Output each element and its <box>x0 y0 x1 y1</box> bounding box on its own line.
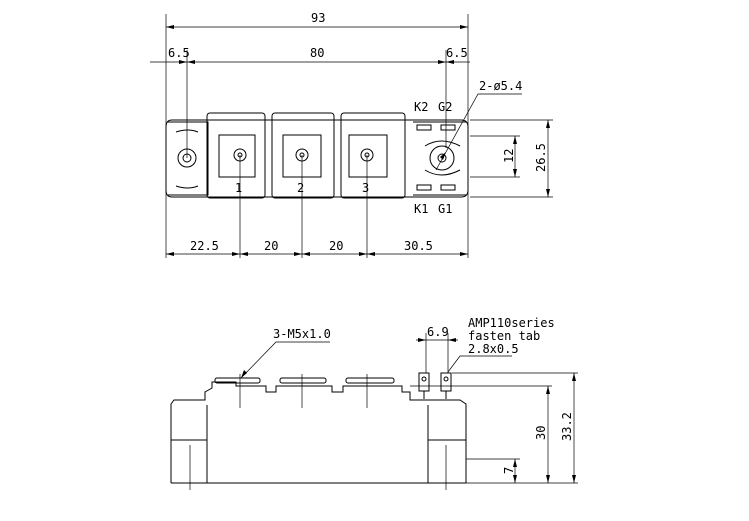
fasten-tab-1 <box>418 372 430 399</box>
gate-label-g1: G1 <box>438 202 452 216</box>
tab-note-line-1: AMP110series <box>468 316 555 330</box>
dim-chain-1: 22.5 <box>190 239 219 253</box>
tab-note-line-2: fasten tab <box>468 329 540 343</box>
terminal-pad-3 <box>340 112 406 199</box>
dim-term-spacing: 12 <box>502 149 516 163</box>
dim-body-height: 30 <box>534 426 548 440</box>
dim-hole-pitch: 80 <box>310 46 324 60</box>
tab-callout-leader <box>447 355 512 373</box>
top-view: 1 2 3 K2 G2 K1 G1 93 80 <box>150 11 553 258</box>
screw-callout-leader <box>240 341 330 379</box>
terminal-label-2: 2 <box>297 181 304 195</box>
right-mounting-ear <box>413 121 466 196</box>
dim-base-height: 7 <box>502 467 516 474</box>
dim-width: 26.5 <box>534 143 548 172</box>
dim-edge-left: 6.5 <box>168 46 190 60</box>
dim-hole-spec: 2-ø5.4 <box>479 79 522 93</box>
hole-callout-leader <box>435 93 522 171</box>
terminal-pad-2 <box>271 112 335 199</box>
right-mounting-hole <box>429 145 455 171</box>
dim-chain-2: 20 <box>264 239 278 253</box>
dim-edge-right: 6.5 <box>446 46 468 60</box>
terminal-label-1: 1 <box>235 181 242 195</box>
gate-tabs <box>416 124 456 191</box>
dim-overall-length: 93 <box>311 11 325 25</box>
side-screw-2 <box>279 377 327 384</box>
dim-screw-spec: 3-M5x1.0 <box>273 327 331 341</box>
gate-label-g2: G2 <box>438 100 452 114</box>
side-screw-1 <box>214 377 261 384</box>
side-view: 3-M5x1.0 6.9 AMP110series fasten tab 2.8… <box>170 316 578 490</box>
dim-tab-pitch: 6.9 <box>427 325 449 339</box>
dim-chain-3: 20 <box>329 239 343 253</box>
fasten-tab-2 <box>440 372 452 399</box>
dim-chain-4: 30.5 <box>404 239 433 253</box>
terminal-label-3: 3 <box>362 181 369 195</box>
side-screw-3 <box>345 377 395 384</box>
side-body-outline <box>170 381 467 483</box>
tab-note-line-3: 2.8x0.5 <box>468 342 519 356</box>
dim-total-height: 33.2 <box>560 412 574 441</box>
left-mounting-ear <box>168 121 209 196</box>
gate-label-k2: K2 <box>414 100 428 114</box>
gate-label-k1: K1 <box>414 202 428 216</box>
